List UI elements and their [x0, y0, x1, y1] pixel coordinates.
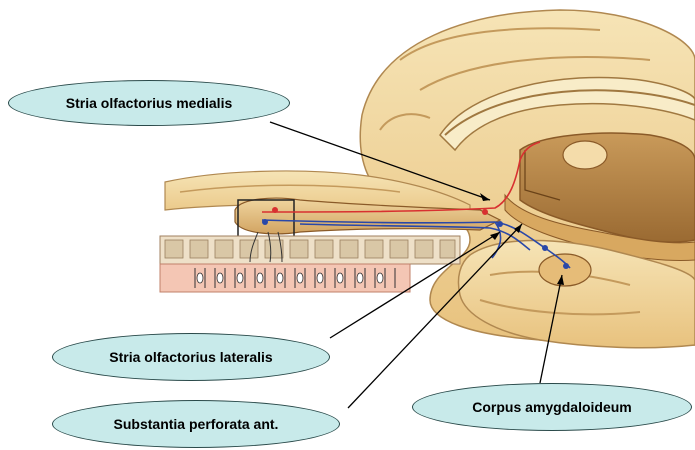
cribriform-plate	[160, 236, 460, 264]
label-stria-olfactorius-medialis: Stria olfactorius medialis	[8, 80, 290, 126]
label-substantia-perforata-ant: Substantia perforata ant.	[52, 400, 340, 448]
label-stria-olfactorius-lateralis: Stria olfactorius lateralis	[52, 333, 330, 381]
label-corpus-amygdaloideum: Corpus amygdaloideum	[412, 383, 692, 431]
